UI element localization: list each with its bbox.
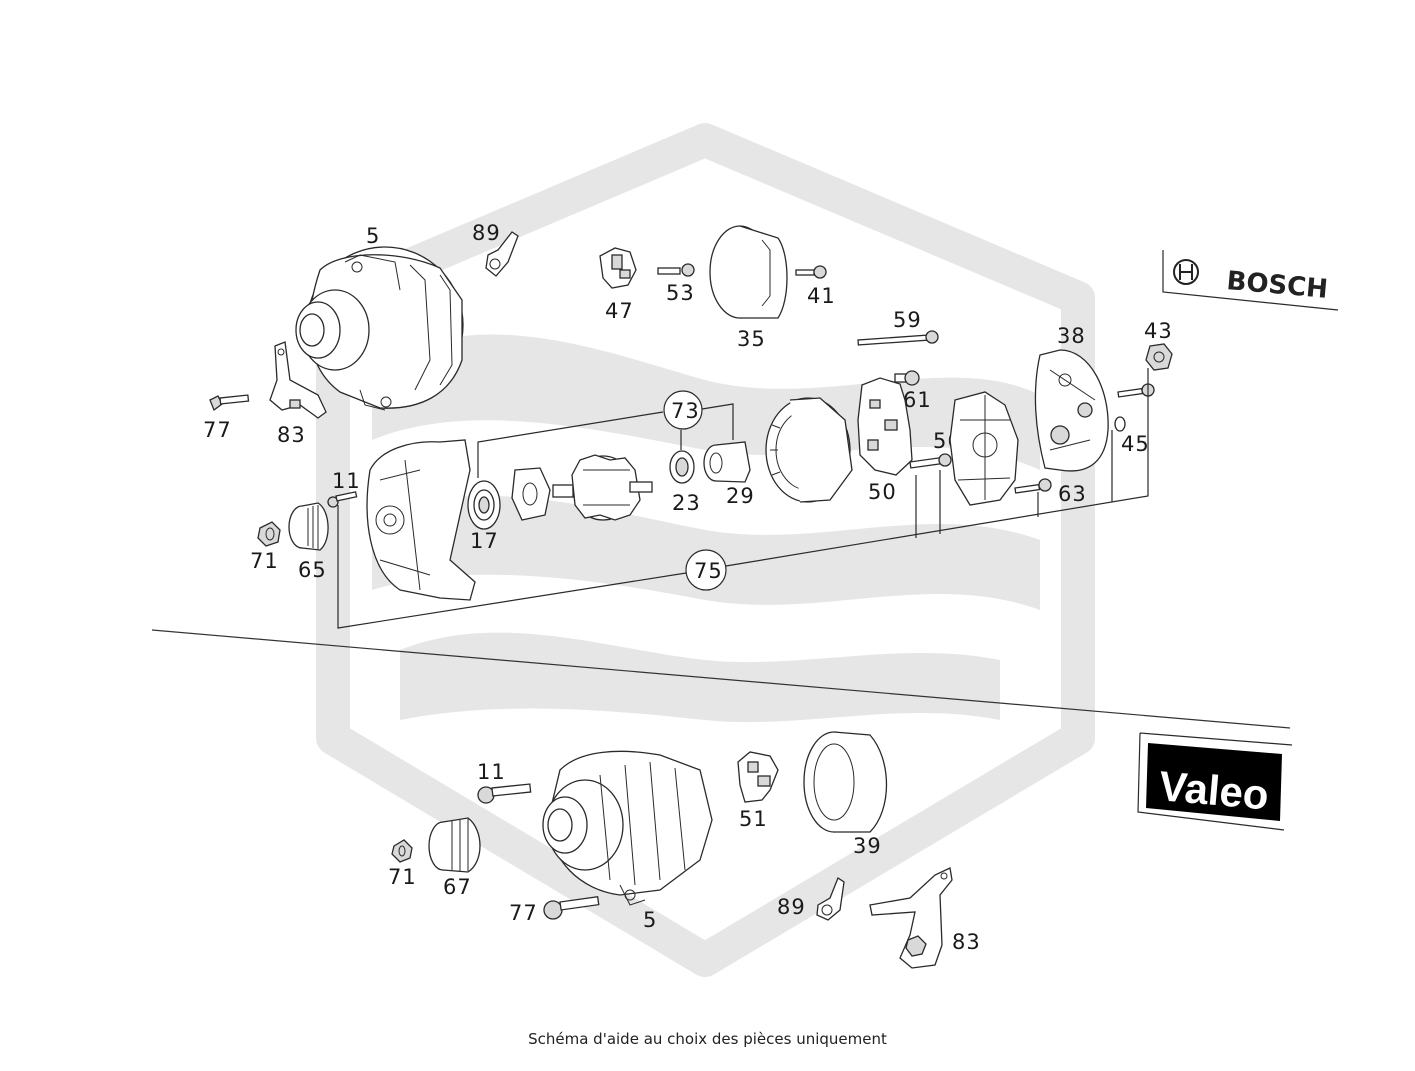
bosch-screw-part-63 — [1014, 478, 1052, 494]
bosch-clip-part-89 — [485, 231, 519, 277]
label-bosch-45: 45 — [1121, 432, 1150, 456]
bosch-callout-75 — [337, 368, 1149, 629]
label-bosch-83: 83 — [277, 423, 306, 447]
bosch-brand-text: BOSCH — [1225, 266, 1329, 305]
bosch-nut-part-71 — [257, 521, 281, 547]
label-bosch-65: 65 — [298, 558, 327, 582]
valeo-pulley-part-67 — [428, 817, 481, 873]
bosch-drive-end-shield — [366, 439, 476, 601]
bosch-cover-part-35 — [709, 225, 788, 319]
label-valeo-39: 39 — [853, 834, 882, 858]
label-bosch-29: 29 — [726, 484, 755, 508]
label-bosch-53: 53 — [666, 281, 695, 305]
label-bosch-41: 41 — [807, 284, 836, 308]
disclaimer-caption: Schéma d'aide au choix des pièces unique… — [528, 1030, 887, 1048]
label-bosch-61: 61 — [903, 388, 932, 412]
bosch-bearing-part-23 — [669, 450, 695, 484]
bosch-bearing-part-17 — [467, 480, 501, 530]
label-valeo-51: 51 — [739, 807, 768, 831]
bosch-retainer-plate — [511, 467, 551, 521]
valeo-regulator-part-51 — [737, 751, 779, 803]
label-valeo-89: 89 — [777, 895, 806, 919]
label-bosch-63: 63 — [1058, 482, 1087, 506]
label-bosch-5: 5 — [366, 224, 380, 248]
bosch-bracket-part-83 — [269, 341, 327, 419]
bosch-rotor — [552, 454, 653, 521]
label-bosch-89: 89 — [472, 221, 501, 245]
bosch-slip-ring-part-29 — [703, 441, 751, 483]
label-valeo-11: 11 — [477, 760, 506, 784]
valeo-brand-text: Valeo — [1157, 762, 1270, 818]
bosch-screw-part-41 — [795, 265, 827, 279]
label-valeo-67: 67 — [443, 875, 472, 899]
valeo-nut-part-71 — [391, 839, 413, 863]
bosch-pulley-part-65 — [288, 502, 329, 551]
label-bosch-11: 11 — [332, 469, 361, 493]
valeo-alternator-part-5 — [542, 750, 713, 906]
valeo-clip-part-89 — [816, 877, 845, 921]
label-bosch-59: 59 — [893, 308, 922, 332]
bosch-nut-part-43 — [1145, 343, 1173, 371]
bosch-bolt-part-56 — [909, 453, 952, 469]
valeo-brand-badge: Valeo — [1137, 732, 1293, 831]
label-bosch-47: 47 — [605, 299, 634, 323]
label-bosch-71: 71 — [250, 549, 279, 573]
bosch-stator — [765, 397, 853, 503]
bosch-callout-73 — [477, 390, 734, 478]
label-bosch-77: 77 — [203, 418, 232, 442]
label-bosch-73: 73 — [671, 399, 700, 423]
valeo-screw-part-11 — [477, 783, 532, 804]
label-bosch-35: 35 — [737, 327, 766, 351]
label-bosch-75: 75 — [694, 559, 723, 583]
label-bosch-38: 38 — [1057, 324, 1086, 348]
bosch-regulator-part-47 — [599, 247, 637, 289]
label-bosch-23: 23 — [672, 491, 701, 515]
label-valeo-5: 5 — [643, 908, 657, 932]
bosch-alternator-part-5 — [295, 246, 464, 411]
valeo-bolt-part-77 — [543, 895, 600, 920]
section-divider — [151, 629, 1291, 729]
valeo-bracket-part-83 — [869, 867, 953, 969]
label-bosch-50: 50 — [868, 480, 897, 504]
bosch-stud-part-61 — [894, 370, 920, 386]
valeo-cover-part-39 — [803, 731, 888, 833]
bosch-screw-part-11 — [327, 491, 358, 508]
bosch-slip-ring-end-shield — [949, 391, 1019, 506]
bosch-screw-part-53 — [657, 263, 695, 277]
label-valeo-77: 77 — [509, 901, 538, 925]
label-valeo-83: 83 — [952, 930, 981, 954]
bosch-bolt-part-77 — [209, 394, 250, 412]
label-valeo-71: 71 — [388, 865, 417, 889]
bosch-brand-badge: BOSCH — [1162, 250, 1339, 311]
label-bosch-43: 43 — [1144, 319, 1173, 343]
bosch-logo-icon — [1173, 259, 1199, 285]
label-bosch-17: 17 — [470, 529, 499, 553]
bosch-bolt-part-59 — [857, 330, 939, 346]
bosch-rectifier-part-50 — [857, 377, 913, 476]
bosch-rear-cover-part-38 — [1034, 349, 1109, 472]
